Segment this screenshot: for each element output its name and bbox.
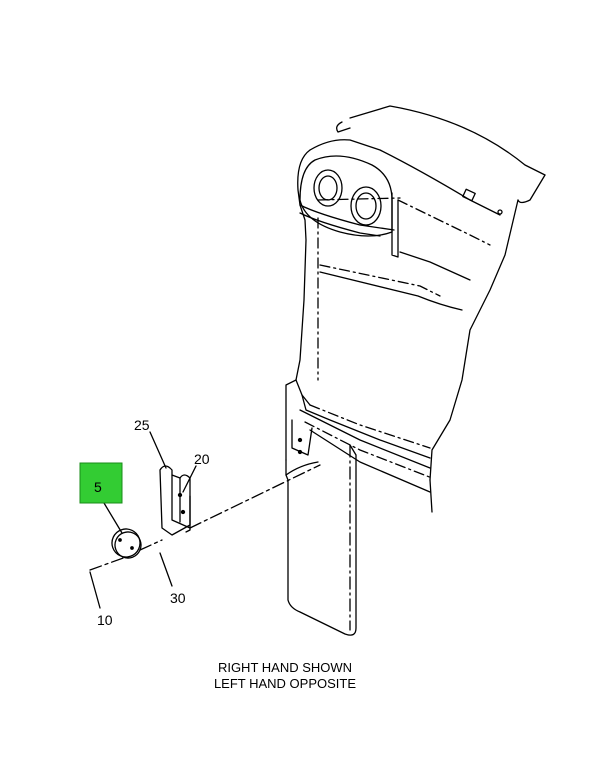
callout-5-highlight[interactable] (79, 462, 123, 504)
alignment-line (89, 464, 321, 571)
leader-25 (149, 431, 167, 469)
mounting-bracket (159, 465, 191, 536)
reflector-disc (111, 528, 142, 559)
callout-25[interactable]: 25 (134, 417, 150, 433)
leader-20 (182, 465, 197, 493)
callout-30[interactable]: 30 (170, 590, 186, 606)
headlight-assembly (299, 155, 503, 237)
caption-line-1: RIGHT HAND SHOWN (217, 660, 353, 675)
callout-10[interactable]: 10 (97, 612, 113, 628)
leader-5 (103, 502, 123, 534)
leader-10 (89, 571, 101, 609)
truck-cab-outline (285, 105, 546, 513)
headlight-left (313, 169, 343, 207)
marker-lamp (462, 188, 476, 202)
headlight-right (350, 186, 382, 226)
leader-30 (159, 552, 173, 587)
callout-5[interactable]: 5 (94, 479, 102, 495)
mud-flap (285, 419, 357, 636)
caption-line-2: LEFT HAND OPPOSITE (213, 676, 357, 691)
callout-20[interactable]: 20 (194, 451, 210, 467)
